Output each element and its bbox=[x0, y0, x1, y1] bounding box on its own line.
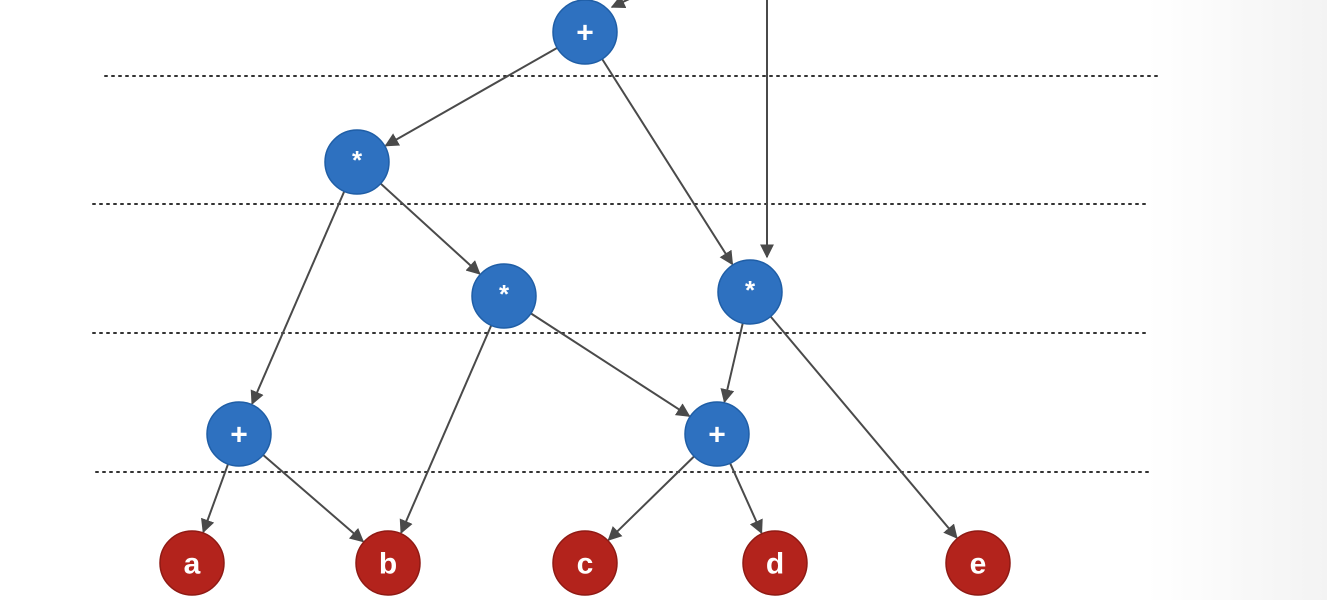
node-leaf-a: a bbox=[159, 530, 225, 596]
node-label: c bbox=[577, 548, 594, 581]
edge-plus-left-to-leaf-a bbox=[201, 463, 229, 534]
edges bbox=[201, 0, 958, 543]
node-label: b bbox=[379, 548, 397, 581]
node-mul-mid: * bbox=[471, 263, 537, 329]
node-leaf-b: b bbox=[355, 530, 421, 596]
edge-plus-right-to-leaf-c bbox=[607, 455, 695, 541]
node-label: + bbox=[708, 419, 726, 452]
edge-mul-left-to-plus-left bbox=[250, 190, 346, 406]
node-circle bbox=[552, 0, 618, 65]
edge-mul-right-to-leaf-e bbox=[769, 315, 958, 539]
edge-mul-mid-to-leaf-b bbox=[399, 324, 493, 535]
node-mul-right: * bbox=[717, 259, 783, 325]
edge-mul-right-to-plus-right bbox=[720, 322, 744, 404]
node-leaf-e: e bbox=[945, 530, 1011, 596]
node-leaf-d: d bbox=[742, 530, 808, 596]
node-circle bbox=[471, 263, 537, 329]
node-mul-left: * bbox=[324, 129, 390, 195]
background-shading bbox=[1147, 0, 1327, 600]
node-label: * bbox=[352, 145, 363, 175]
node-label: * bbox=[745, 275, 756, 305]
edge-plus-left-to-leaf-b bbox=[262, 454, 365, 543]
node-circle bbox=[717, 259, 783, 325]
node-label: + bbox=[576, 17, 594, 50]
node-label: d bbox=[766, 548, 784, 581]
edge-mul-mid-to-plus-right bbox=[530, 312, 691, 417]
node-plus-right: + bbox=[684, 401, 750, 467]
node-circle bbox=[355, 530, 421, 596]
node-circle bbox=[742, 530, 808, 596]
node-label: a bbox=[184, 548, 201, 581]
node-plus-root: + bbox=[552, 0, 618, 65]
node-circle bbox=[945, 530, 1011, 596]
node-circle bbox=[552, 530, 618, 596]
node-label: + bbox=[230, 419, 248, 452]
edge-plus-root-to-mul-left bbox=[384, 46, 558, 147]
node-leaf-c: c bbox=[552, 530, 618, 596]
node-label: * bbox=[499, 279, 510, 309]
edge-plus-right-to-leaf-d bbox=[729, 462, 763, 535]
nodes: + * * * + + a b c d e bbox=[159, 0, 1011, 596]
edge-mul-left-to-mul-mid bbox=[379, 182, 481, 275]
incoming-edge-to-plus-root bbox=[610, 0, 630, 9]
node-circle bbox=[684, 401, 750, 467]
node-circle bbox=[159, 530, 225, 596]
level-dividers bbox=[92, 75, 1161, 473]
node-circle bbox=[324, 129, 390, 195]
node-circle bbox=[206, 401, 272, 467]
node-plus-left: + bbox=[206, 401, 272, 467]
edge-plus-root-to-mul-right bbox=[601, 58, 734, 266]
node-label: e bbox=[970, 548, 987, 581]
